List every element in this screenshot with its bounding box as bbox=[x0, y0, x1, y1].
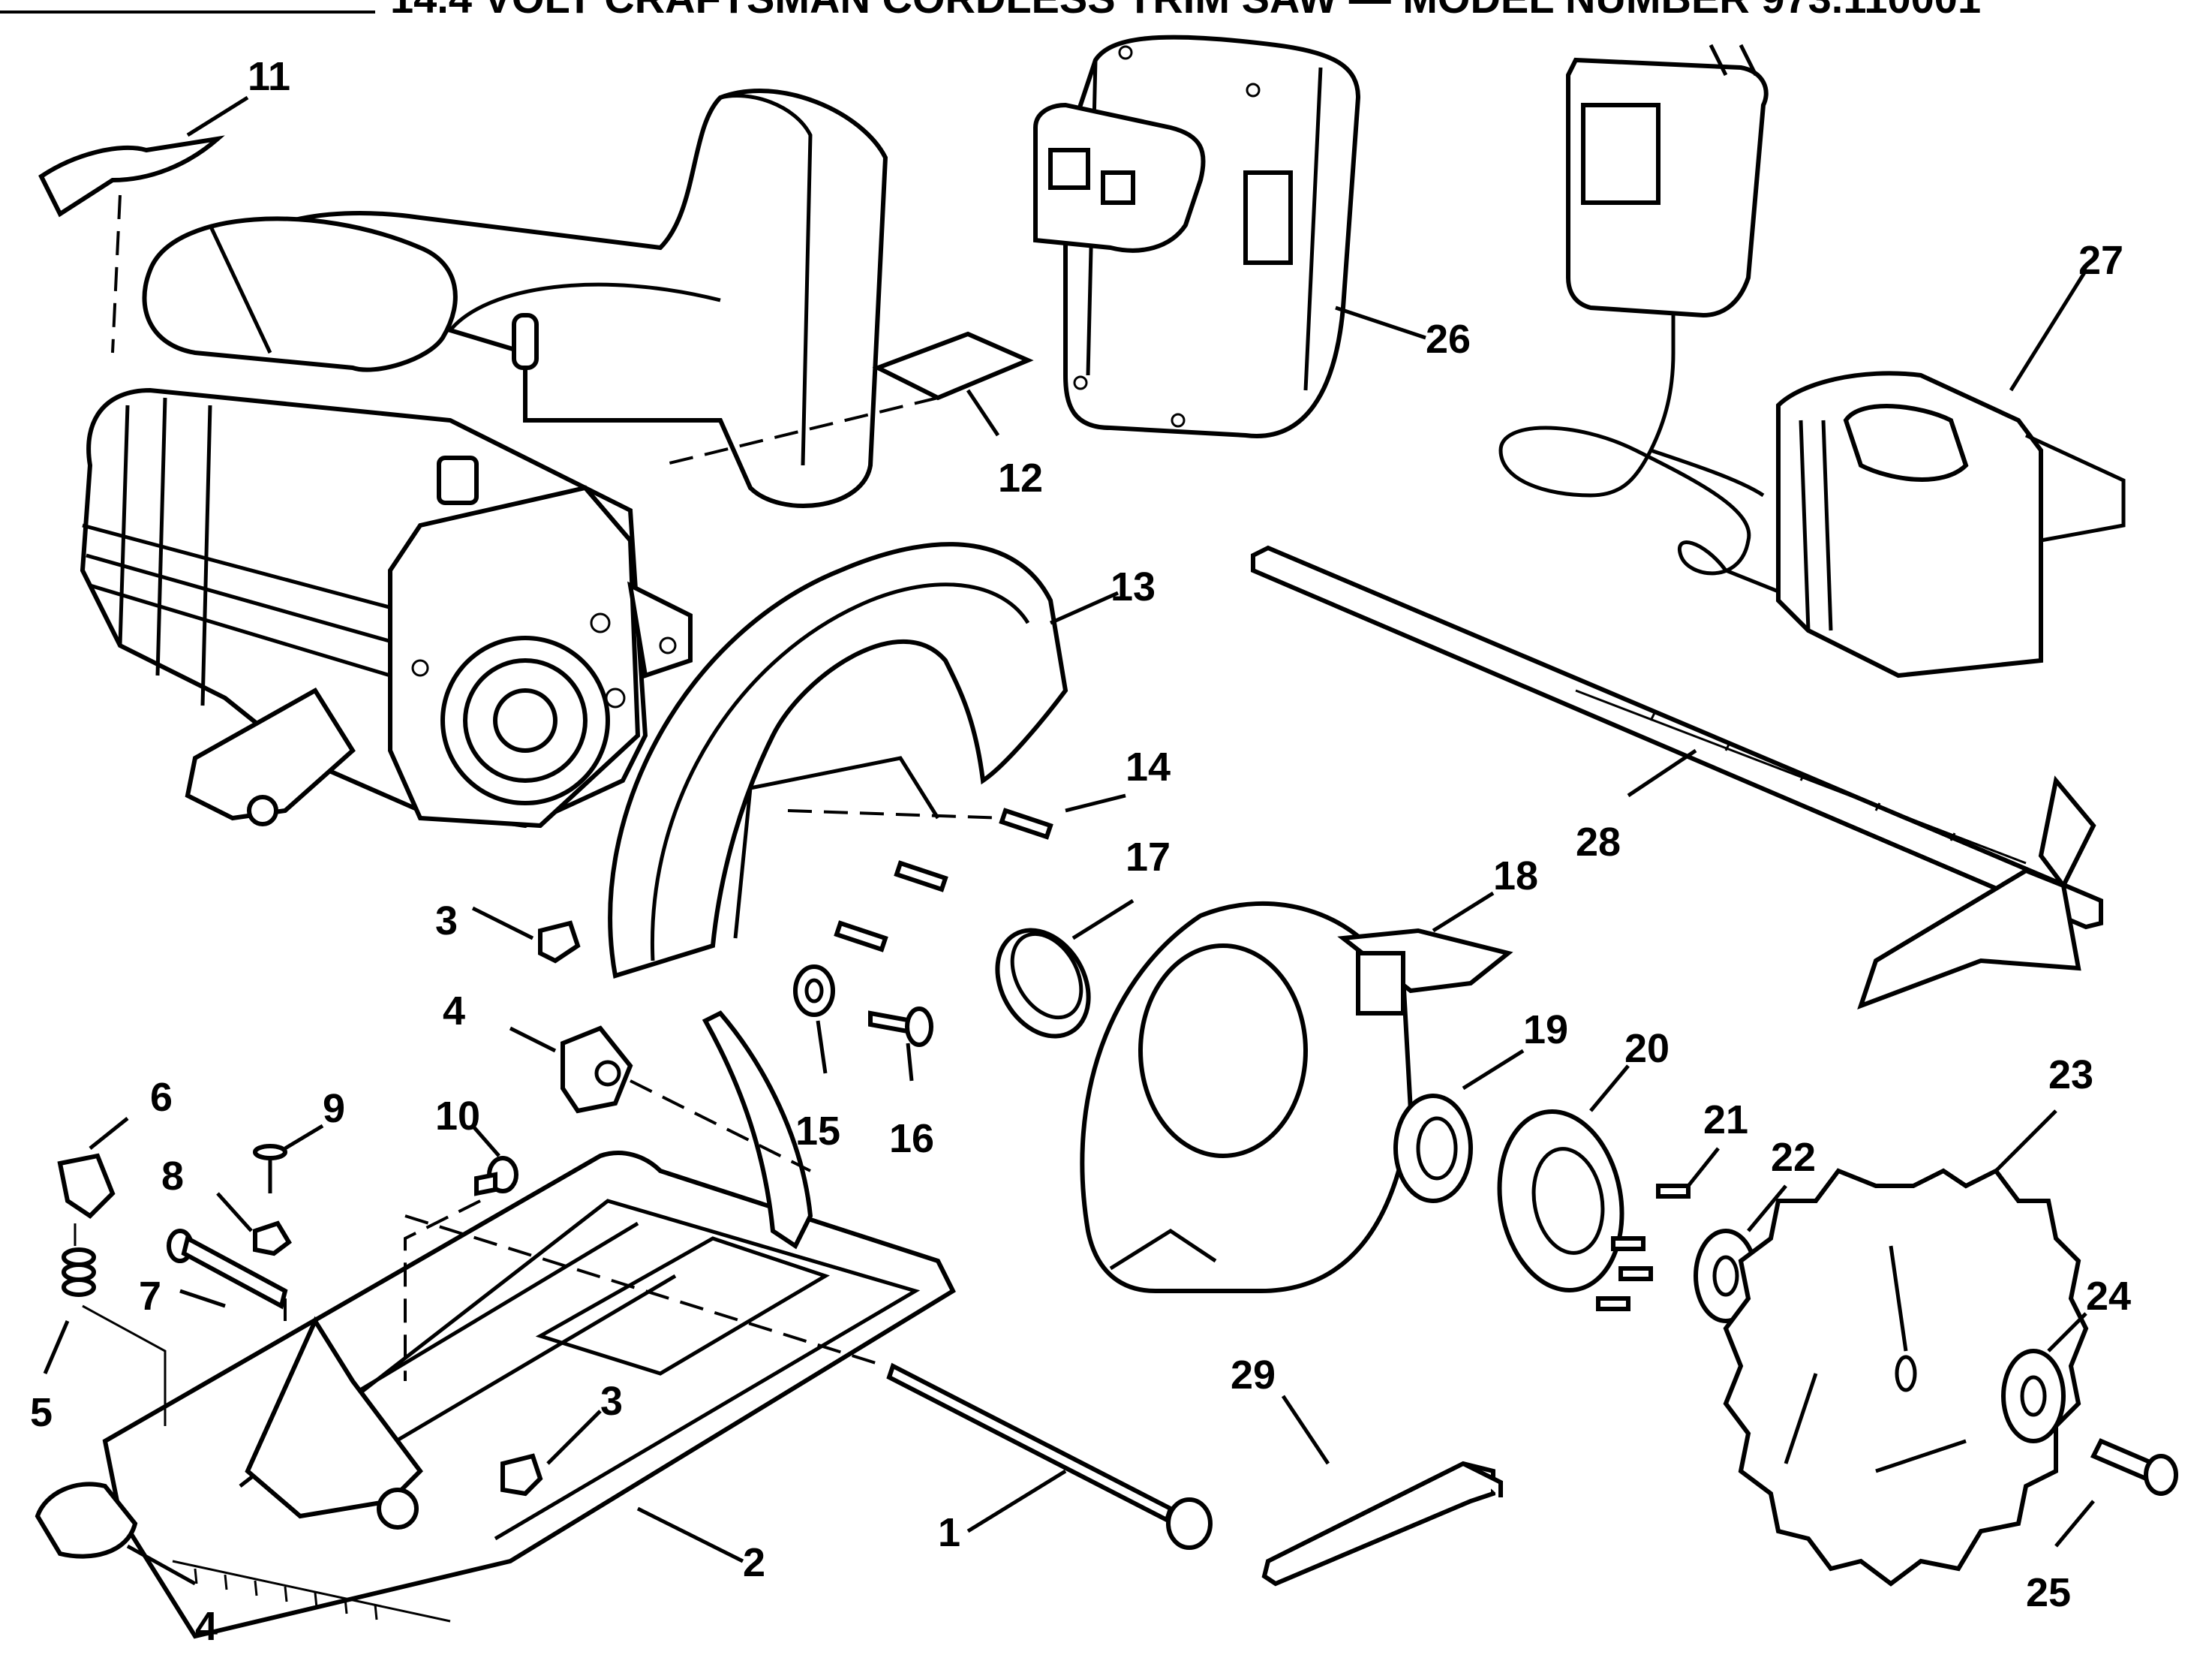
diagram-title: 14.4 VOLT CRAFTSMAN CORDLESS TRIM SAW — … bbox=[390, 0, 1981, 23]
part-15-washer bbox=[793, 964, 835, 1074]
callout-17: 17 bbox=[1126, 835, 1171, 880]
callout-24: 24 bbox=[2086, 1274, 2131, 1319]
part-3-nut-lower bbox=[500, 1410, 602, 1497]
callout-4a: 4 bbox=[443, 988, 465, 1034]
callout-12: 12 bbox=[998, 456, 1043, 501]
title-rule bbox=[0, 11, 375, 14]
callout-9: 9 bbox=[323, 1086, 345, 1131]
callout-6: 6 bbox=[150, 1075, 173, 1120]
callout-28: 28 bbox=[1576, 820, 1621, 865]
part-12-label-sticker bbox=[660, 331, 1034, 467]
part-26-battery-pack bbox=[1033, 35, 1426, 438]
part-20-flange-plate bbox=[1497, 1064, 1630, 1292]
callout-2: 2 bbox=[743, 1540, 765, 1585]
part-17-spring bbox=[995, 898, 1135, 1039]
callout-18: 18 bbox=[1493, 853, 1538, 898]
part-1-long-bolt bbox=[404, 1214, 1213, 1550]
callout-13: 13 bbox=[1111, 564, 1156, 609]
part-29-hex-key bbox=[1261, 1395, 1503, 1587]
part-4-knob-upper bbox=[509, 1025, 811, 1172]
part-21-screws bbox=[1596, 1147, 1720, 1311]
callout-16: 16 bbox=[889, 1116, 934, 1161]
callout-26: 26 bbox=[1426, 317, 1471, 362]
part-6-lever bbox=[57, 1117, 129, 1246]
part-23-saw-blade bbox=[1723, 1109, 2089, 1587]
title-bar: 14.4 VOLT CRAFTSMAN CORDLESS TRIM SAW — … bbox=[0, 0, 2212, 26]
part-9-screw bbox=[253, 1124, 324, 1193]
callout-27: 27 bbox=[2078, 238, 2123, 283]
part-19-bearing bbox=[1393, 1049, 1525, 1203]
callout-7: 7 bbox=[139, 1274, 161, 1319]
callout-3a: 3 bbox=[435, 898, 458, 943]
part-18-lower-blade-guard bbox=[1080, 891, 1513, 1293]
part-4-knob-lower bbox=[35, 1482, 197, 1586]
callout-11: 11 bbox=[248, 54, 290, 99]
callout-3b: 3 bbox=[600, 1379, 623, 1424]
callout-21: 21 bbox=[1703, 1097, 1748, 1142]
callout-19: 19 bbox=[1523, 1007, 1568, 1052]
part-5-spring bbox=[43, 1247, 167, 1426]
saw-body-illustration bbox=[80, 89, 888, 829]
callout-20: 20 bbox=[1624, 1026, 1670, 1071]
callout-4b: 4 bbox=[195, 1604, 218, 1649]
part-2-base-plate bbox=[102, 1010, 956, 1639]
callout-29: 29 bbox=[1231, 1353, 1276, 1398]
callout-1: 1 bbox=[938, 1510, 960, 1555]
part-8-nut bbox=[216, 1192, 292, 1256]
callout-25: 25 bbox=[2026, 1570, 2071, 1615]
callout-22: 22 bbox=[1771, 1135, 1816, 1180]
part-3-nut-upper bbox=[471, 906, 581, 964]
callout-8: 8 bbox=[161, 1154, 184, 1199]
callout-14: 14 bbox=[1126, 745, 1171, 790]
part-24-outer-washer bbox=[2001, 1312, 2087, 1443]
part-28-rip-fence bbox=[1251, 545, 2103, 1010]
callout-15: 15 bbox=[795, 1109, 840, 1154]
part-22-inner-washer bbox=[1694, 1184, 1787, 1323]
part-16-pivot-screw bbox=[868, 1006, 933, 1082]
callout-5: 5 bbox=[30, 1390, 53, 1435]
part-14-screws bbox=[787, 793, 1126, 952]
part-25-blade-bolt bbox=[2054, 1438, 2178, 1548]
callout-23: 23 bbox=[2048, 1052, 2093, 1097]
part-27-charger bbox=[1498, 44, 2126, 679]
part-13-upper-blade-guard bbox=[608, 542, 1120, 979]
callout-10: 10 bbox=[435, 1094, 480, 1139]
part-11-label-sticker bbox=[38, 95, 249, 354]
part-7-bolt bbox=[167, 1229, 288, 1321]
part-10-screw bbox=[404, 1124, 518, 1381]
